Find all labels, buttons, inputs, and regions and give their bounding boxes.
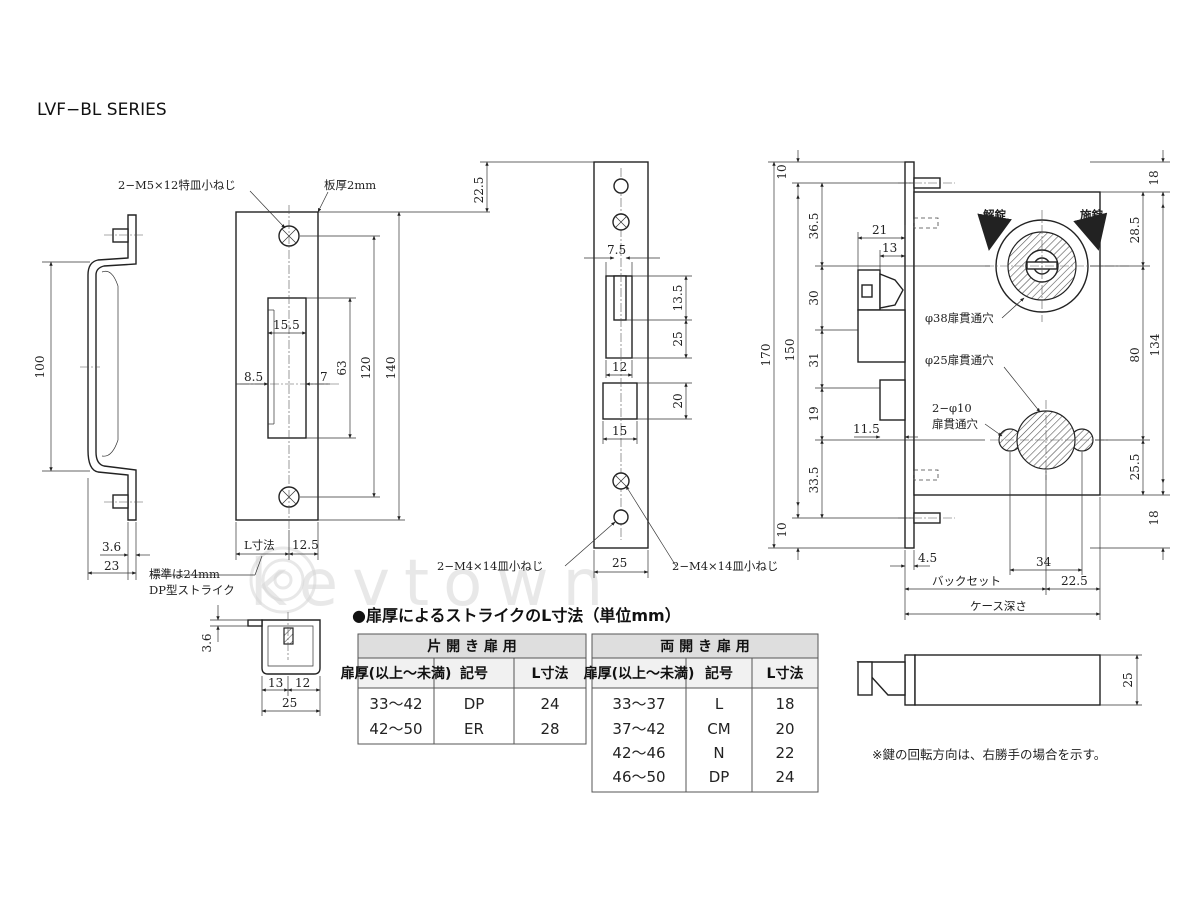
double-row1-l: 18 bbox=[775, 695, 794, 713]
double-row3-thickness: 42〜46 bbox=[612, 744, 665, 762]
dim-80: 80 bbox=[1128, 347, 1142, 362]
dim-10-top: 10 bbox=[775, 164, 789, 179]
dim-18-bottom: 18 bbox=[1147, 510, 1161, 525]
double-row3-l: 22 bbox=[775, 744, 794, 762]
dim-36-5: 36.5 bbox=[807, 213, 821, 240]
dim-140: 140 bbox=[384, 357, 398, 380]
double-row3-symbol: N bbox=[713, 744, 724, 762]
dim-100: 100 bbox=[33, 356, 47, 379]
dim-31: 31 bbox=[807, 352, 821, 367]
dim-7-5: 7.5 bbox=[607, 243, 626, 257]
label-hole-10-b: 扉貫通穴 bbox=[932, 417, 978, 431]
dim-120: 120 bbox=[359, 357, 373, 380]
dim-12-5: 12.5 bbox=[292, 538, 319, 552]
dim-134: 134 bbox=[1148, 333, 1162, 356]
single-row2-thickness: 42〜50 bbox=[369, 720, 422, 738]
single-row1-symbol: DP bbox=[464, 695, 485, 713]
double-row1-thickness: 33〜37 bbox=[612, 695, 665, 713]
dim-13-5: 13.5 bbox=[671, 285, 685, 312]
dim-12-face: 12 bbox=[612, 360, 627, 374]
dim-18-top: 18 bbox=[1147, 170, 1161, 185]
dim-170: 170 bbox=[759, 344, 773, 367]
label-hole-25: φ25扉貫通穴 bbox=[925, 353, 994, 367]
lock-body-view: 解錠 施錠 φ38扉貫通穴 φ25扉貫通穴 2−φ10 扉貫通穴 1 bbox=[759, 150, 1170, 620]
dim-11-5: 11.5 bbox=[853, 422, 880, 436]
dim-21: 21 bbox=[872, 223, 887, 237]
label-screw-m4-left: 2−M4×14皿小ねじ bbox=[437, 559, 543, 573]
single-col-symbol: 記号 bbox=[460, 665, 488, 682]
dim-20: 20 bbox=[671, 393, 685, 408]
dim-25-face-width: 25 bbox=[612, 556, 627, 570]
dim-7: 7 bbox=[320, 370, 328, 384]
double-door-header: 両 開 き 扉 用 bbox=[660, 638, 750, 655]
dim-19: 19 bbox=[807, 406, 821, 421]
dim-10-bottom: 10 bbox=[775, 522, 789, 537]
dim-150: 150 bbox=[783, 339, 797, 362]
label-plate-thickness: 板厚2mm bbox=[324, 178, 376, 192]
dim-15-5: 15.5 bbox=[273, 318, 300, 332]
dim-25-bottom: 25 bbox=[282, 696, 297, 710]
single-row2-symbol: ER bbox=[464, 720, 484, 738]
l-dimension-table: ●扉厚によるストライクのL寸法（単位mm） 片 開 き 扉 用 扉厚(以上〜未満… bbox=[341, 606, 819, 793]
strike-side-view: 100 3.6 23 bbox=[33, 214, 150, 580]
dim-25-face: 25 bbox=[671, 331, 685, 346]
double-row4-thickness: 46〜50 bbox=[612, 768, 665, 786]
dim-22-5-body: 22.5 bbox=[1061, 574, 1088, 588]
dim-4-5: 4.5 bbox=[918, 551, 937, 565]
dim-13-body: 13 bbox=[882, 241, 897, 255]
faceplate-view: 22.5 7.5 13.5 25 12 20 15 25 bbox=[405, 161, 778, 578]
single-row1-l: 24 bbox=[540, 695, 559, 713]
rotation-note: ※鍵の回転方向は、右勝手の場合を示す。 bbox=[872, 747, 1106, 762]
dim-12: 12 bbox=[295, 676, 310, 690]
label-hole-38: φ38扉貫通穴 bbox=[925, 311, 994, 325]
double-row2-symbol: CM bbox=[707, 720, 730, 738]
dim-22-5-face: 22.5 bbox=[472, 177, 486, 204]
label-backset: バックセット bbox=[932, 574, 1001, 588]
lock-top-view: 25 bbox=[856, 654, 1142, 706]
single-col-thickness: 扉厚(以上〜未満) bbox=[341, 665, 452, 682]
double-row4-l: 24 bbox=[775, 768, 794, 786]
label-case-depth: ケース深さ bbox=[970, 599, 1027, 613]
label-dp-strike: DP型ストライク bbox=[149, 583, 235, 597]
single-row1-thickness: 33〜42 bbox=[369, 695, 422, 713]
label-lock: 施錠 bbox=[1080, 208, 1103, 222]
label-hole-10-a: 2−φ10 bbox=[932, 401, 972, 415]
double-row4-symbol: DP bbox=[709, 768, 730, 786]
double-col-thickness: 扉厚(以上〜未満) bbox=[584, 665, 695, 682]
double-row2-l: 20 bbox=[775, 720, 794, 738]
dim-15: 15 bbox=[612, 424, 627, 438]
double-row1-symbol: L bbox=[715, 695, 724, 713]
dim-33-5: 33.5 bbox=[807, 467, 821, 494]
dim-34: 34 bbox=[1036, 555, 1052, 569]
dim-63: 63 bbox=[335, 360, 349, 375]
single-door-header: 片 開 き 扉 用 bbox=[427, 638, 517, 655]
dim-8-5: 8.5 bbox=[244, 370, 263, 384]
single-col-l: L寸法 bbox=[532, 665, 569, 682]
dim-23: 23 bbox=[104, 559, 119, 573]
series-title: LVF−BL SERIES bbox=[37, 100, 167, 120]
dim-25-top: 25 bbox=[1121, 672, 1135, 687]
label-unlock: 解錠 bbox=[983, 208, 1006, 222]
single-row2-l: 28 bbox=[540, 720, 559, 738]
strike-bottom-view: 3.6 13 12 25 bbox=[200, 605, 321, 716]
label-standard-24: 標準は24mm bbox=[149, 567, 220, 581]
strike-front-view: 2−M5×12特皿小ねじ 板厚2mm 15.5 8.5 7 63 120 140… bbox=[118, 178, 405, 597]
label-l-dim: L寸法 bbox=[244, 538, 275, 552]
double-col-symbol: 記号 bbox=[705, 665, 733, 682]
double-col-l: L寸法 bbox=[767, 665, 804, 682]
dim-13: 13 bbox=[268, 676, 283, 690]
dim-28-5: 28.5 bbox=[1128, 217, 1142, 244]
watermark-logo bbox=[249, 546, 317, 614]
label-screw-m5: 2−M5×12特皿小ねじ bbox=[118, 178, 236, 192]
dim-3-6-bottom: 3.6 bbox=[200, 633, 214, 652]
dim-3-6: 3.6 bbox=[102, 540, 121, 554]
double-row2-thickness: 37〜42 bbox=[612, 720, 665, 738]
table-title: ●扉厚によるストライクのL寸法（単位mm） bbox=[352, 606, 681, 625]
dim-25-5: 25.5 bbox=[1128, 454, 1142, 481]
label-screw-m4-right: 2−M4×14皿小ねじ bbox=[672, 559, 778, 573]
dim-30: 30 bbox=[807, 290, 821, 305]
